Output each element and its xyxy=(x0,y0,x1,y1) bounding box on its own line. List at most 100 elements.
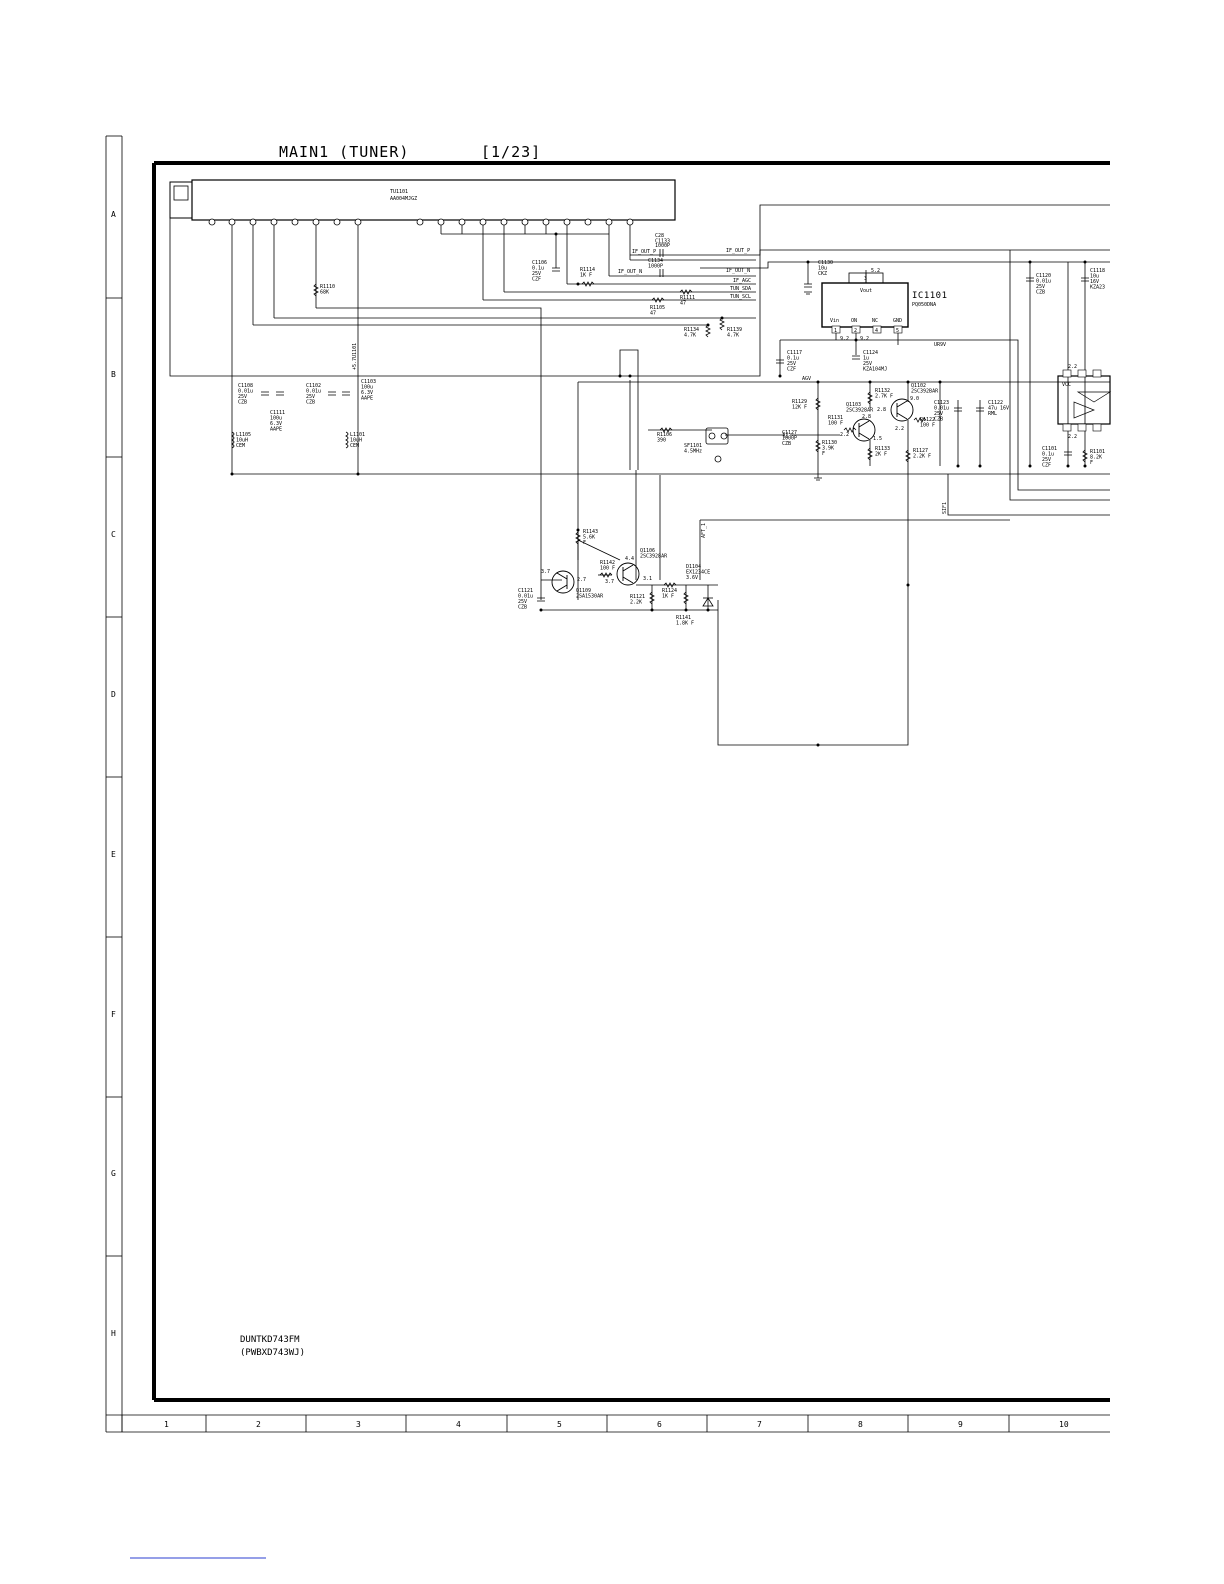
volt-q1106-b: 3.7 xyxy=(605,579,614,585)
svg-text:VCC: VCC xyxy=(1062,382,1071,388)
reg-pin-gnd: GND xyxy=(893,318,902,324)
grid-col-5: 5 xyxy=(557,1420,562,1429)
grid-col-6: 6 xyxy=(657,1420,662,1429)
volt-q1103-e: 1.5 xyxy=(873,436,882,442)
regulator-ic: 3 Vout Vin ON NC GND 1 2 4 5 5.2 9.2 9.2… xyxy=(821,268,948,342)
volt-q1109-e: 2.7 xyxy=(577,577,586,583)
volt-amp-2: 2.2 xyxy=(1068,434,1077,440)
reg-num-vin: 1 xyxy=(834,328,837,334)
grid-col-1: 1 xyxy=(164,1420,169,1429)
reg-num-on: 2 xyxy=(854,328,857,334)
grid-col-3: 3 xyxy=(356,1420,361,1429)
net-pwr-5v: +5.7U1101 xyxy=(352,343,358,370)
voltage-labels: 2.8 9.0 2.2 2.2 2.8 1.5 4.4 3.7 3.1 3.7 … xyxy=(541,364,1077,585)
board-code: DUNTKD743FM xyxy=(240,1335,300,1345)
tuner-ref: TU1101 xyxy=(390,189,408,195)
net-ur9v: UR9V xyxy=(934,342,946,348)
net-sif: SIF1 xyxy=(942,502,948,514)
amplifier-ic: VCC xyxy=(1057,369,1112,432)
volt-q1102-e: 2.2 xyxy=(895,426,904,432)
net-if-out-n: IF_OUT_N xyxy=(726,268,750,274)
volt-q1106-c: 4.4 xyxy=(625,556,634,562)
volt-q1109-b: 3.7 xyxy=(541,569,550,575)
volt-q1102-c: 9.0 xyxy=(910,396,919,402)
volt-q1103-b: 2.2 xyxy=(840,432,849,438)
reg-pin-on: ON xyxy=(851,318,857,324)
grid-row-c: C xyxy=(111,530,116,539)
grid-row-b: B xyxy=(111,370,116,379)
drawing-frame xyxy=(105,135,1110,1433)
reg-pin-vout: Vout xyxy=(860,288,872,294)
grid-row-g: G xyxy=(111,1169,116,1178)
net-tun-scl: TUN_SCL xyxy=(730,294,751,300)
grid-col-2: 2 xyxy=(256,1420,261,1429)
net-tuner-if-out-n: IF_OUT_N xyxy=(618,269,642,275)
net-labels: IF_OUT_P IF_OUT_N IF_AGC TUN_SDA TUN_SCL… xyxy=(352,248,948,538)
grid-col-10: 10 xyxy=(1059,1420,1069,1429)
tuner-module: TU1101 AA004MJGZ xyxy=(169,179,676,226)
reg-ref: IC1101 xyxy=(912,291,948,301)
net-aft: AFT_1 xyxy=(701,523,707,538)
grid-row-d: D xyxy=(111,690,116,699)
schematic-wires xyxy=(169,204,1110,746)
sheet-page: [1/23] xyxy=(481,143,541,161)
net-tuner-if-out-p: IF_OUT_P xyxy=(632,249,656,255)
reg-part: PQ050DNA xyxy=(912,302,936,308)
reg-v-on: 9.2 xyxy=(860,336,869,342)
grid-col-7: 7 xyxy=(757,1420,762,1429)
net-tun-sda: TUN_SDA xyxy=(730,286,751,292)
reg-pin-vin: Vin xyxy=(830,318,839,324)
junctions xyxy=(230,232,1087,747)
sheet-title: MAIN1 (TUNER) xyxy=(279,143,409,161)
grid-row-a: A xyxy=(111,210,116,219)
net-agv: AGV xyxy=(802,376,811,382)
reg-num-nc: 4 xyxy=(875,328,878,334)
grid-col-8: 8 xyxy=(858,1420,863,1429)
grid-row-h: H xyxy=(111,1329,116,1338)
passive-symbols xyxy=(231,249,1089,607)
tuner-part: AA004MJGZ xyxy=(390,196,417,202)
inner-border xyxy=(152,161,1110,1402)
grid-col-9: 9 xyxy=(958,1420,963,1429)
volt-q1103-c: 2.8 xyxy=(862,414,871,420)
net-if-agc: IF_AGC xyxy=(733,278,751,284)
